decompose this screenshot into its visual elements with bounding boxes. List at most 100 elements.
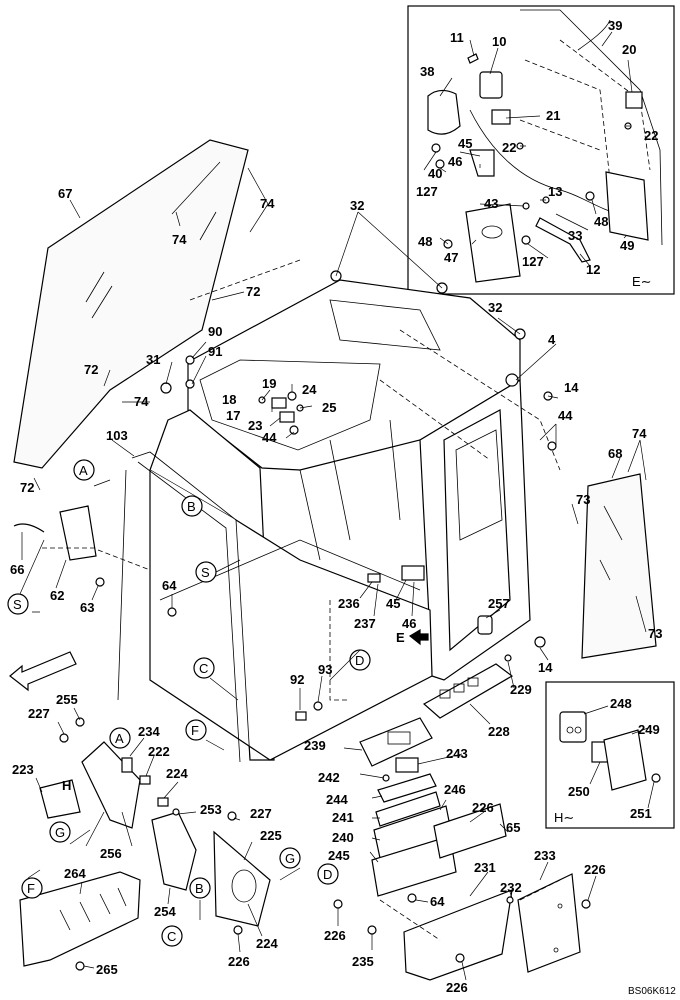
cover-233-hole-b — [553, 947, 559, 953]
center-lower-leaders — [163, 781, 263, 953]
label-18: 18 — [222, 392, 236, 407]
left-lower-covers: 255 227 234 222 223 256 H — [12, 692, 170, 861]
right-lower-hidden — [379, 879, 561, 941]
screw-251 — [651, 773, 661, 783]
label-257: 257 — [488, 596, 510, 611]
bracket-249 — [603, 729, 647, 791]
rod-66 — [13, 523, 45, 533]
label-13: 13 — [548, 184, 562, 199]
inset-e-leaders — [423, 31, 633, 267]
label-225: 225 — [260, 828, 282, 843]
cable — [469, 109, 621, 215]
inset-e-post — [520, 9, 663, 246]
label-255: 255 — [56, 692, 78, 707]
part-236 — [367, 573, 381, 583]
label-72-b: 72 — [84, 362, 98, 377]
console-228 — [422, 663, 514, 719]
callout-circles: A A B B S S C C D D F F G G — [7, 459, 371, 947]
part-257 — [477, 615, 493, 635]
label-103: 103 — [106, 428, 128, 443]
label-248: 248 — [610, 696, 632, 711]
callout-g-1 — [49, 821, 71, 843]
inset-e: 11 10 39 20 38 21 22 22 45 46 40 127 43 … — [407, 5, 675, 295]
part-24 — [287, 391, 297, 401]
switch-3 — [467, 677, 479, 687]
bolt-265 — [75, 961, 85, 971]
callout-g-2-label: G — [285, 851, 295, 866]
label-93: 93 — [318, 662, 332, 677]
label-90: 90 — [208, 324, 222, 339]
cab-base — [149, 470, 433, 761]
label-73-b: 73 — [648, 626, 662, 641]
switch-248-b — [574, 726, 582, 734]
monitor-stack: 239 243 242 244 246 226 241 65 240 245 6… — [304, 717, 520, 909]
label-31: 31 — [146, 352, 160, 367]
part-223-lamp — [39, 779, 81, 819]
label-45-b: 45 — [386, 596, 400, 611]
inset-h: 248 249 250 251 H∼ — [545, 681, 675, 829]
inset-h-leaders — [583, 705, 655, 809]
label-23: 23 — [248, 418, 262, 433]
label-48-a: 48 — [418, 234, 432, 249]
label-45-a: 45 — [458, 136, 472, 151]
direction-e-label: E — [396, 630, 405, 645]
cap-14-b — [534, 636, 546, 648]
monitor-239 — [359, 717, 433, 767]
callout-a-2-label: A — [115, 731, 124, 746]
screw-253 — [172, 808, 180, 816]
floor-mat-leaders — [79, 881, 95, 969]
cap-4 — [505, 373, 519, 387]
callout-s-1-label: S — [201, 565, 210, 580]
callout-b-2-label: B — [195, 881, 204, 896]
label-229: 229 — [510, 682, 532, 697]
callout-a-2 — [109, 727, 131, 749]
leader-257 — [485, 609, 501, 619]
screw-255 — [75, 717, 85, 727]
panel-245 — [371, 835, 457, 897]
label-254: 254 — [154, 904, 176, 919]
part-20-unit — [625, 91, 643, 109]
label-22-a: 22 — [502, 140, 516, 155]
label-242: 242 — [318, 770, 340, 785]
cover-225 — [213, 830, 271, 927]
cab-hidden-lines — [189, 259, 561, 701]
washer-93 — [313, 701, 323, 711]
label-264: 264 — [64, 866, 86, 881]
label-65: 65 — [506, 820, 520, 835]
label-64-b: 64 — [430, 894, 445, 909]
callout-links — [19, 479, 361, 920]
cab-leaders — [165, 211, 559, 446]
part-47-slot — [481, 225, 503, 239]
part-38-lamp — [427, 89, 461, 135]
callout-f-1-label: F — [191, 723, 199, 738]
label-234: 234 — [138, 724, 160, 739]
label-63: 63 — [80, 600, 94, 615]
bolt-63 — [95, 577, 105, 587]
floor-parts: 236 237 45 46 92 93 257 14 E — [290, 565, 553, 721]
bolt-127-b — [521, 235, 531, 245]
callout-d-1-label: D — [355, 653, 364, 668]
label-226-b: 226 — [472, 800, 494, 815]
callout-c-1-label: C — [199, 661, 208, 676]
console-leaders — [469, 661, 515, 725]
cover-65 — [433, 803, 507, 859]
front-glass-leaders — [33, 161, 269, 491]
label-25: 25 — [322, 400, 336, 415]
label-223: 223 — [12, 762, 34, 777]
label-74-c: 74 — [134, 394, 149, 409]
bracket-62 — [59, 505, 97, 561]
callout-a-1-label: A — [79, 463, 88, 478]
part-224-a — [157, 797, 169, 807]
callout-c-1 — [193, 657, 215, 679]
cab-body: 32 32 4 90 91 31 19 24 18 25 17 23 44 14… — [146, 198, 579, 761]
serial-mark-h: H∼ — [554, 810, 574, 825]
label-226-c: 226 — [584, 862, 606, 877]
cover-233-hole-a — [557, 903, 563, 909]
cab-roof-panel — [329, 299, 441, 351]
label-24: 24 — [302, 382, 317, 397]
right-lower-covers: 231 233 226 232 226 235 226 — [324, 848, 606, 995]
callout-d-2 — [317, 863, 339, 885]
label-72-c: 72 — [20, 480, 34, 495]
part-21-bracket — [491, 109, 511, 125]
front-glass-67 — [13, 139, 249, 469]
